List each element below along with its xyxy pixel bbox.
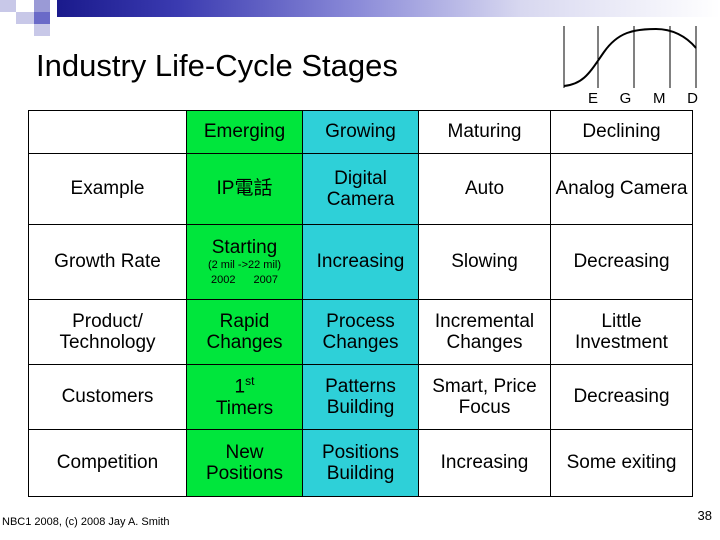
cell-growth-emerging-years: 2002 2007: [191, 274, 298, 286]
corner-block-8: [16, 24, 34, 36]
growth-year-end: 2007: [253, 274, 278, 287]
corner-decoration: [0, 0, 60, 36]
cell-product-emerging: Rapid Changes: [186, 299, 303, 365]
cell-growth-emerging-note: (2 mil ->22 mil): [207, 258, 282, 271]
cell-growth-maturing: Slowing: [418, 224, 551, 300]
cell-growth-growing: Increasing: [302, 224, 419, 300]
cell-customers-maturing: Smart, Price Focus: [418, 364, 551, 430]
corner-block-7: [0, 24, 16, 36]
row-label-product-technology: Product/ Technology: [28, 299, 187, 365]
header-emerging: Emerging: [186, 110, 303, 154]
corner-block-3: [34, 0, 50, 12]
cell-example-maturing: Auto: [418, 153, 551, 225]
row-label-competition: Competition: [28, 429, 187, 497]
row-label-growth-rate: Growth Rate: [28, 224, 187, 300]
customers-ordinal-word: Timers: [215, 397, 274, 419]
curve-stage-labels: E G M D: [588, 90, 698, 107]
header-growing: Growing: [302, 110, 419, 154]
cell-customers-declining: Decreasing: [550, 364, 693, 430]
curve-label-m: M: [653, 90, 666, 107]
slide-footer: NBC1 2008, (c) 2008 Jay A. Smith: [2, 516, 170, 528]
row-label-customers: Customers: [28, 364, 187, 430]
cell-example-growing: Digital Camera: [302, 153, 419, 225]
table-header-row: Emerging Growing Maturing Declining: [28, 110, 693, 154]
curve-label-e: E: [588, 90, 599, 107]
curve-label-g: G: [619, 90, 632, 107]
corner-block-1: [0, 0, 16, 12]
customers-ordinal-number: 1: [234, 376, 246, 398]
cell-customers-emerging: 1st Timers: [186, 364, 303, 430]
header-maturing: Maturing: [418, 110, 551, 154]
cell-customers-growing: Patterns Building: [302, 364, 419, 430]
corner-block-6: [34, 12, 50, 24]
table-row-example: Example IP電話 Digital Camera Auto Analog …: [28, 153, 693, 225]
cell-competition-declining: Some exiting: [550, 429, 693, 497]
cell-growth-emerging-main: Starting: [211, 237, 278, 259]
cell-competition-maturing: Increasing: [418, 429, 551, 497]
growth-year-start: 2002: [211, 274, 236, 287]
cell-product-growing: Process Changes: [302, 299, 419, 365]
table-row-product-technology: Product/ Technology Rapid Changes Proces…: [28, 299, 693, 365]
corner-block-9: [34, 24, 50, 36]
cell-product-maturing: Incremental Changes: [418, 299, 551, 365]
cell-example-emerging: IP電話: [186, 153, 303, 225]
corner-block-4: [0, 12, 16, 24]
page-title: Industry Life-Cycle Stages: [36, 48, 398, 83]
cell-competition-emerging: New Positions: [186, 429, 303, 497]
corner-block-5: [16, 12, 34, 24]
table-row-growth-rate: Growth Rate Starting (2 mil ->22 mil) 20…: [28, 224, 693, 300]
row-label-example: Example: [28, 153, 187, 225]
customers-ordinal-suffix: st: [245, 374, 255, 389]
corner-block-2: [16, 0, 34, 12]
header-declining: Declining: [550, 110, 693, 154]
cell-competition-growing: Positions Building: [302, 429, 419, 497]
lifecycle-curve-graphic: [560, 26, 700, 88]
top-gradient-bar: [57, 0, 720, 17]
table-row-customers: Customers 1st Timers Patterns Building S…: [28, 364, 693, 430]
table-row-competition: Competition New Positions Positions Buil…: [28, 429, 693, 497]
header-blank: [28, 110, 187, 154]
cell-product-declining: Little Investment: [550, 299, 693, 365]
cell-growth-declining: Decreasing: [550, 224, 693, 300]
lifecycle-stages-table: Emerging Growing Maturing Declining Exam…: [28, 110, 693, 497]
cell-example-declining: Analog Camera: [550, 153, 693, 225]
cell-growth-emerging: Starting (2 mil ->22 mil) 2002 2007: [186, 224, 303, 300]
curve-label-d: D: [687, 90, 698, 107]
slide-page-number: 38: [697, 508, 712, 523]
